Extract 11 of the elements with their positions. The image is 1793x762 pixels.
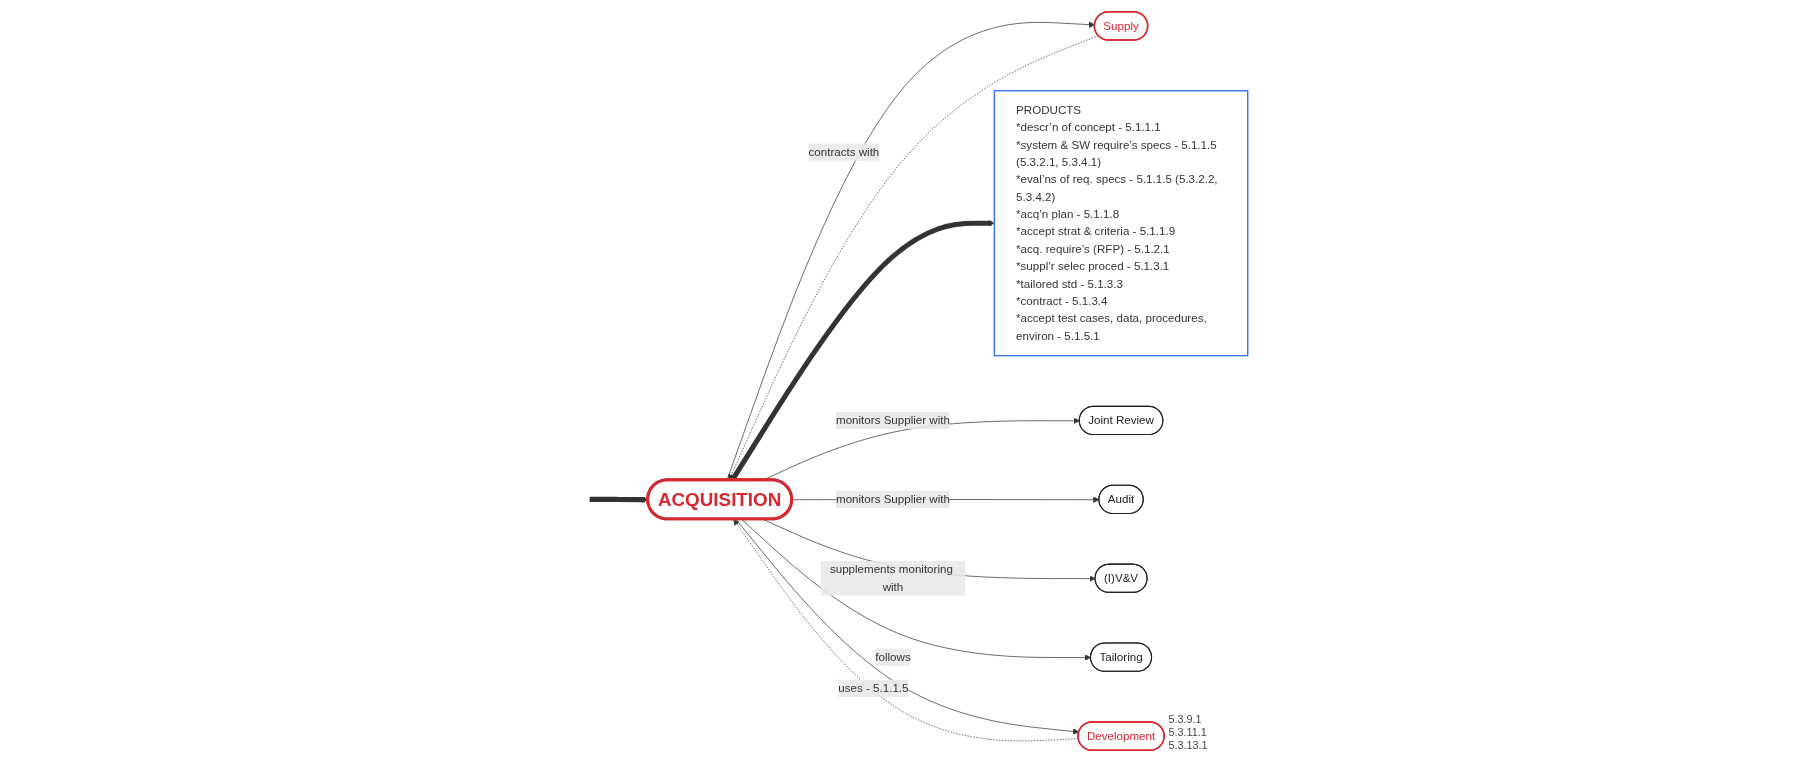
edge-label: contracts with [808,145,879,158]
edge-label: monitors Supplier with [835,492,950,506]
edge-label: follows [874,650,911,663]
arrow [589,496,648,503]
edge-label: monitors Supplier with [835,413,950,427]
node-label: 5.3.13.1 [1167,739,1208,752]
node-label: 5.3.11.1 [1167,726,1207,739]
node-box: PRODUCTS *descr’n of concept - 5.1.1.1 *system & SW require’s specs - 5.1.1.5 (5.3.2.1, 5.3.4.1) *eval’ns of req. specs - 5.1.1.5 (5.3.2.2, 5.3.4.2) *acq’n plan - 5.1.1.8 *accept strat & criteria - 5.1.1.9 *acq. require’s (RFP) - 5.1.2.1 *suppl’r selec proced - 5.1.3.1 *tailored std - 5.1.3.3 *contract - 5.1.3.4 *accept test cases, data, procedures, environ - 5.1.5.1 [993,89,1248,357]
edge-label: uses - 5.1.1.5 [837,681,909,695]
edge-label: supplements monitoring with [829,563,953,593]
node-label: 5.3.9.1 [1167,713,1202,726]
